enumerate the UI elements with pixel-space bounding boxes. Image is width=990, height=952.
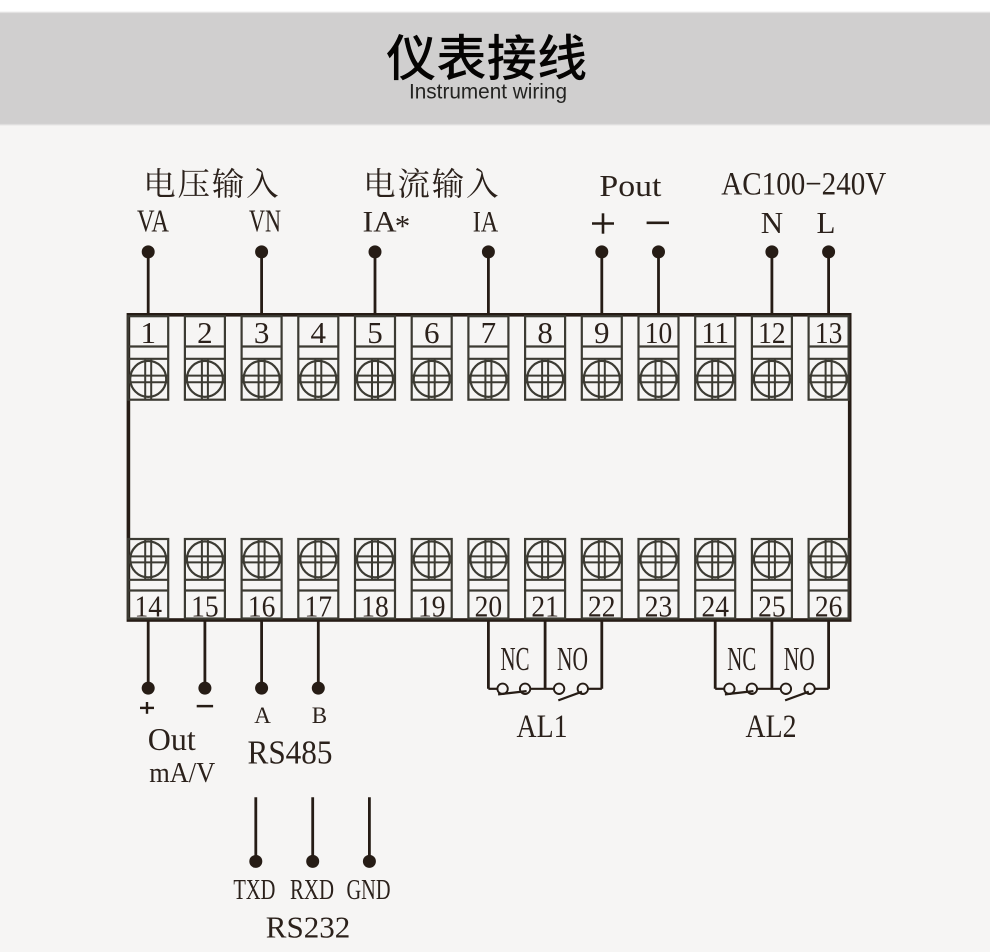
svg-text:16: 16 — [248, 589, 276, 624]
svg-text:26: 26 — [815, 589, 843, 624]
svg-text:RS232: RS232 — [266, 910, 351, 945]
svg-text:17: 17 — [305, 589, 333, 624]
svg-text:AL2: AL2 — [746, 709, 797, 745]
svg-text:mA/V: mA/V — [149, 757, 215, 789]
svg-text:AC100−240V: AC100−240V — [721, 167, 886, 203]
svg-text:18: 18 — [361, 589, 389, 624]
svg-text:9: 9 — [594, 315, 610, 350]
svg-text:IA: IA — [473, 206, 499, 239]
svg-text:L: L — [817, 205, 836, 240]
svg-text:NO: NO — [784, 641, 815, 678]
svg-text:VA: VA — [137, 203, 169, 239]
svg-text:10: 10 — [645, 315, 673, 350]
svg-text:GND: GND — [347, 874, 391, 906]
svg-text:5: 5 — [367, 315, 383, 350]
svg-text:15: 15 — [191, 589, 219, 624]
svg-text:12: 12 — [758, 315, 786, 350]
svg-text:*: * — [395, 208, 411, 243]
svg-text:RS485: RS485 — [248, 734, 333, 771]
svg-text:A: A — [254, 703, 271, 728]
svg-text:19: 19 — [418, 589, 446, 624]
svg-text:TXD: TXD — [233, 874, 275, 906]
svg-text:3: 3 — [254, 315, 270, 350]
svg-text:Pout: Pout — [599, 168, 661, 203]
svg-text:NC: NC — [501, 641, 530, 678]
svg-text:6: 6 — [424, 315, 440, 350]
svg-text:13: 13 — [815, 315, 843, 350]
svg-text:24: 24 — [701, 589, 729, 624]
svg-text:AL1: AL1 — [517, 709, 568, 745]
svg-text:N: N — [761, 205, 783, 240]
svg-text:B: B — [312, 703, 327, 728]
svg-text:2: 2 — [197, 315, 213, 350]
svg-text:NC: NC — [727, 641, 756, 678]
svg-text:23: 23 — [645, 589, 673, 624]
svg-text:11: 11 — [701, 315, 729, 350]
svg-text:NO: NO — [557, 641, 588, 678]
svg-text:Out: Out — [148, 721, 196, 757]
svg-text:8: 8 — [537, 315, 553, 350]
svg-text:IA: IA — [363, 206, 397, 239]
svg-text:4: 4 — [311, 315, 327, 350]
svg-text:22: 22 — [588, 589, 616, 624]
svg-text:Instrument wiring: Instrument wiring — [409, 80, 567, 104]
svg-text:1: 1 — [140, 315, 156, 350]
svg-text:20: 20 — [475, 589, 503, 624]
svg-text:14: 14 — [134, 589, 162, 624]
svg-text:VN: VN — [249, 203, 281, 239]
svg-text:25: 25 — [758, 589, 786, 624]
svg-text:7: 7 — [481, 315, 497, 350]
svg-text:RXD: RXD — [290, 874, 334, 906]
svg-text:21: 21 — [531, 589, 559, 624]
